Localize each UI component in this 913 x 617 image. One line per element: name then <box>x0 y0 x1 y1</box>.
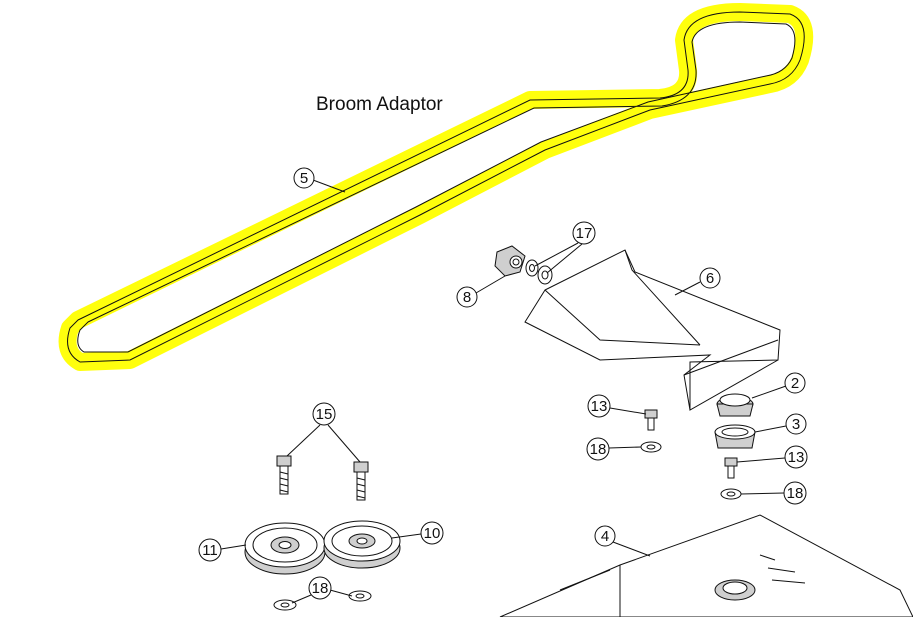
callout-13b: 13 <box>736 445 808 469</box>
svg-text:8: 8 <box>463 289 471 306</box>
callout-3: 3 <box>754 413 807 435</box>
pulley-part-11 <box>244 522 326 575</box>
bolt-part-15b <box>353 461 369 501</box>
bearing-cup-part-3 <box>714 424 756 449</box>
callouts: 5 17 8 6 2 <box>198 167 808 604</box>
callout-17: 17 <box>534 221 596 274</box>
pulley-part-10 <box>323 520 401 569</box>
callout-8: 8 <box>456 275 506 308</box>
belt-inner-edge <box>77 21 796 353</box>
svg-text:3: 3 <box>792 416 800 433</box>
washer-part-18b <box>720 488 742 500</box>
callout-2: 2 <box>751 372 806 399</box>
svg-text:17: 17 <box>576 225 593 242</box>
callout-18c: 18 <box>291 576 353 604</box>
callout-13a: 13 <box>587 394 647 418</box>
svg-text:18: 18 <box>312 580 329 597</box>
svg-text:13: 13 <box>788 449 805 466</box>
washers-part-17 <box>525 259 553 285</box>
svg-text:2: 2 <box>791 375 799 392</box>
svg-text:15: 15 <box>316 406 333 423</box>
belt-outer-edge <box>67 11 805 363</box>
washer-part-18c <box>273 590 372 611</box>
svg-text:10: 10 <box>424 525 441 542</box>
callout-18a: 18 <box>586 437 642 461</box>
knob-part-8 <box>494 245 526 277</box>
belt-part-5 <box>58 3 814 371</box>
bolt-part-13b <box>724 457 738 479</box>
deflector-part-6 <box>524 249 781 411</box>
svg-text:6: 6 <box>706 270 714 287</box>
svg-text:11: 11 <box>202 542 218 559</box>
diagram-title: Broom Adaptor <box>316 94 443 115</box>
frame-part-4 <box>499 514 913 617</box>
svg-text:4: 4 <box>601 528 609 545</box>
callout-10: 10 <box>391 521 444 545</box>
callout-4: 4 <box>594 525 651 557</box>
callout-18b: 18 <box>740 481 807 505</box>
callout-15: 15 <box>286 402 361 463</box>
callout-11: 11 <box>198 538 247 562</box>
bearing-part-2 <box>716 393 754 417</box>
svg-text:18: 18 <box>590 441 607 458</box>
bolt-part-15a <box>276 455 292 495</box>
svg-text:13: 13 <box>591 398 608 415</box>
svg-text:18: 18 <box>787 485 804 502</box>
callout-5: 5 <box>293 167 346 193</box>
callout-6: 6 <box>674 267 721 296</box>
bolt-part-13a <box>644 409 658 431</box>
svg-text:5: 5 <box>300 170 308 187</box>
washer-part-18a <box>640 441 662 453</box>
